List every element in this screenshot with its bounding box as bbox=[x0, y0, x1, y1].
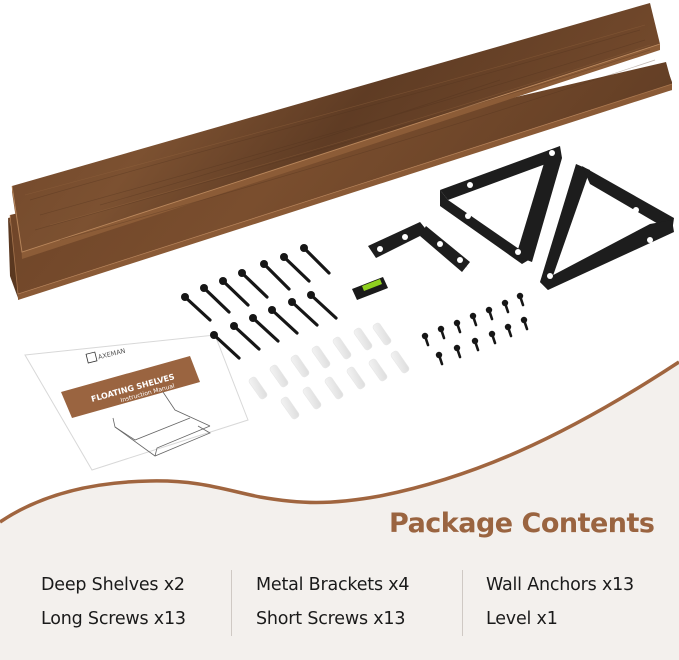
contents-column-1: Deep Shelves x2 Long Screws x13 bbox=[41, 568, 186, 640]
contents-column-3: Wall Anchors x13 Level x1 bbox=[486, 568, 634, 640]
package-contents-title: Package Contents bbox=[389, 508, 655, 539]
short-screws bbox=[421, 292, 529, 366]
metal-brackets bbox=[368, 146, 674, 290]
item-metal-brackets: Metal Brackets x4 bbox=[256, 575, 410, 595]
instruction-manual: AXEMAN FLOATING SHELVES Instruction Manu… bbox=[24, 334, 249, 471]
column-divider bbox=[231, 570, 232, 636]
shelf-upper bbox=[11, 3, 661, 259]
item-deep-shelves: Deep Shelves x2 bbox=[41, 575, 185, 595]
item-level: Level x1 bbox=[486, 609, 558, 629]
shelf-lower-top bbox=[10, 62, 672, 294]
contents-list: Deep Shelves x2 Long Screws x13 Metal Br… bbox=[0, 568, 679, 648]
item-wall-anchors: Wall Anchors x13 bbox=[486, 575, 634, 595]
bottom-panel bbox=[0, 360, 679, 660]
contents-column-2: Metal Brackets x4 Short Screws x13 bbox=[256, 568, 410, 640]
level bbox=[352, 277, 388, 300]
column-divider bbox=[462, 570, 463, 636]
wall-anchors bbox=[248, 322, 410, 420]
long-screws bbox=[181, 244, 338, 360]
item-short-screws: Short Screws x13 bbox=[256, 609, 406, 629]
item-long-screws: Long Screws x13 bbox=[41, 609, 186, 629]
